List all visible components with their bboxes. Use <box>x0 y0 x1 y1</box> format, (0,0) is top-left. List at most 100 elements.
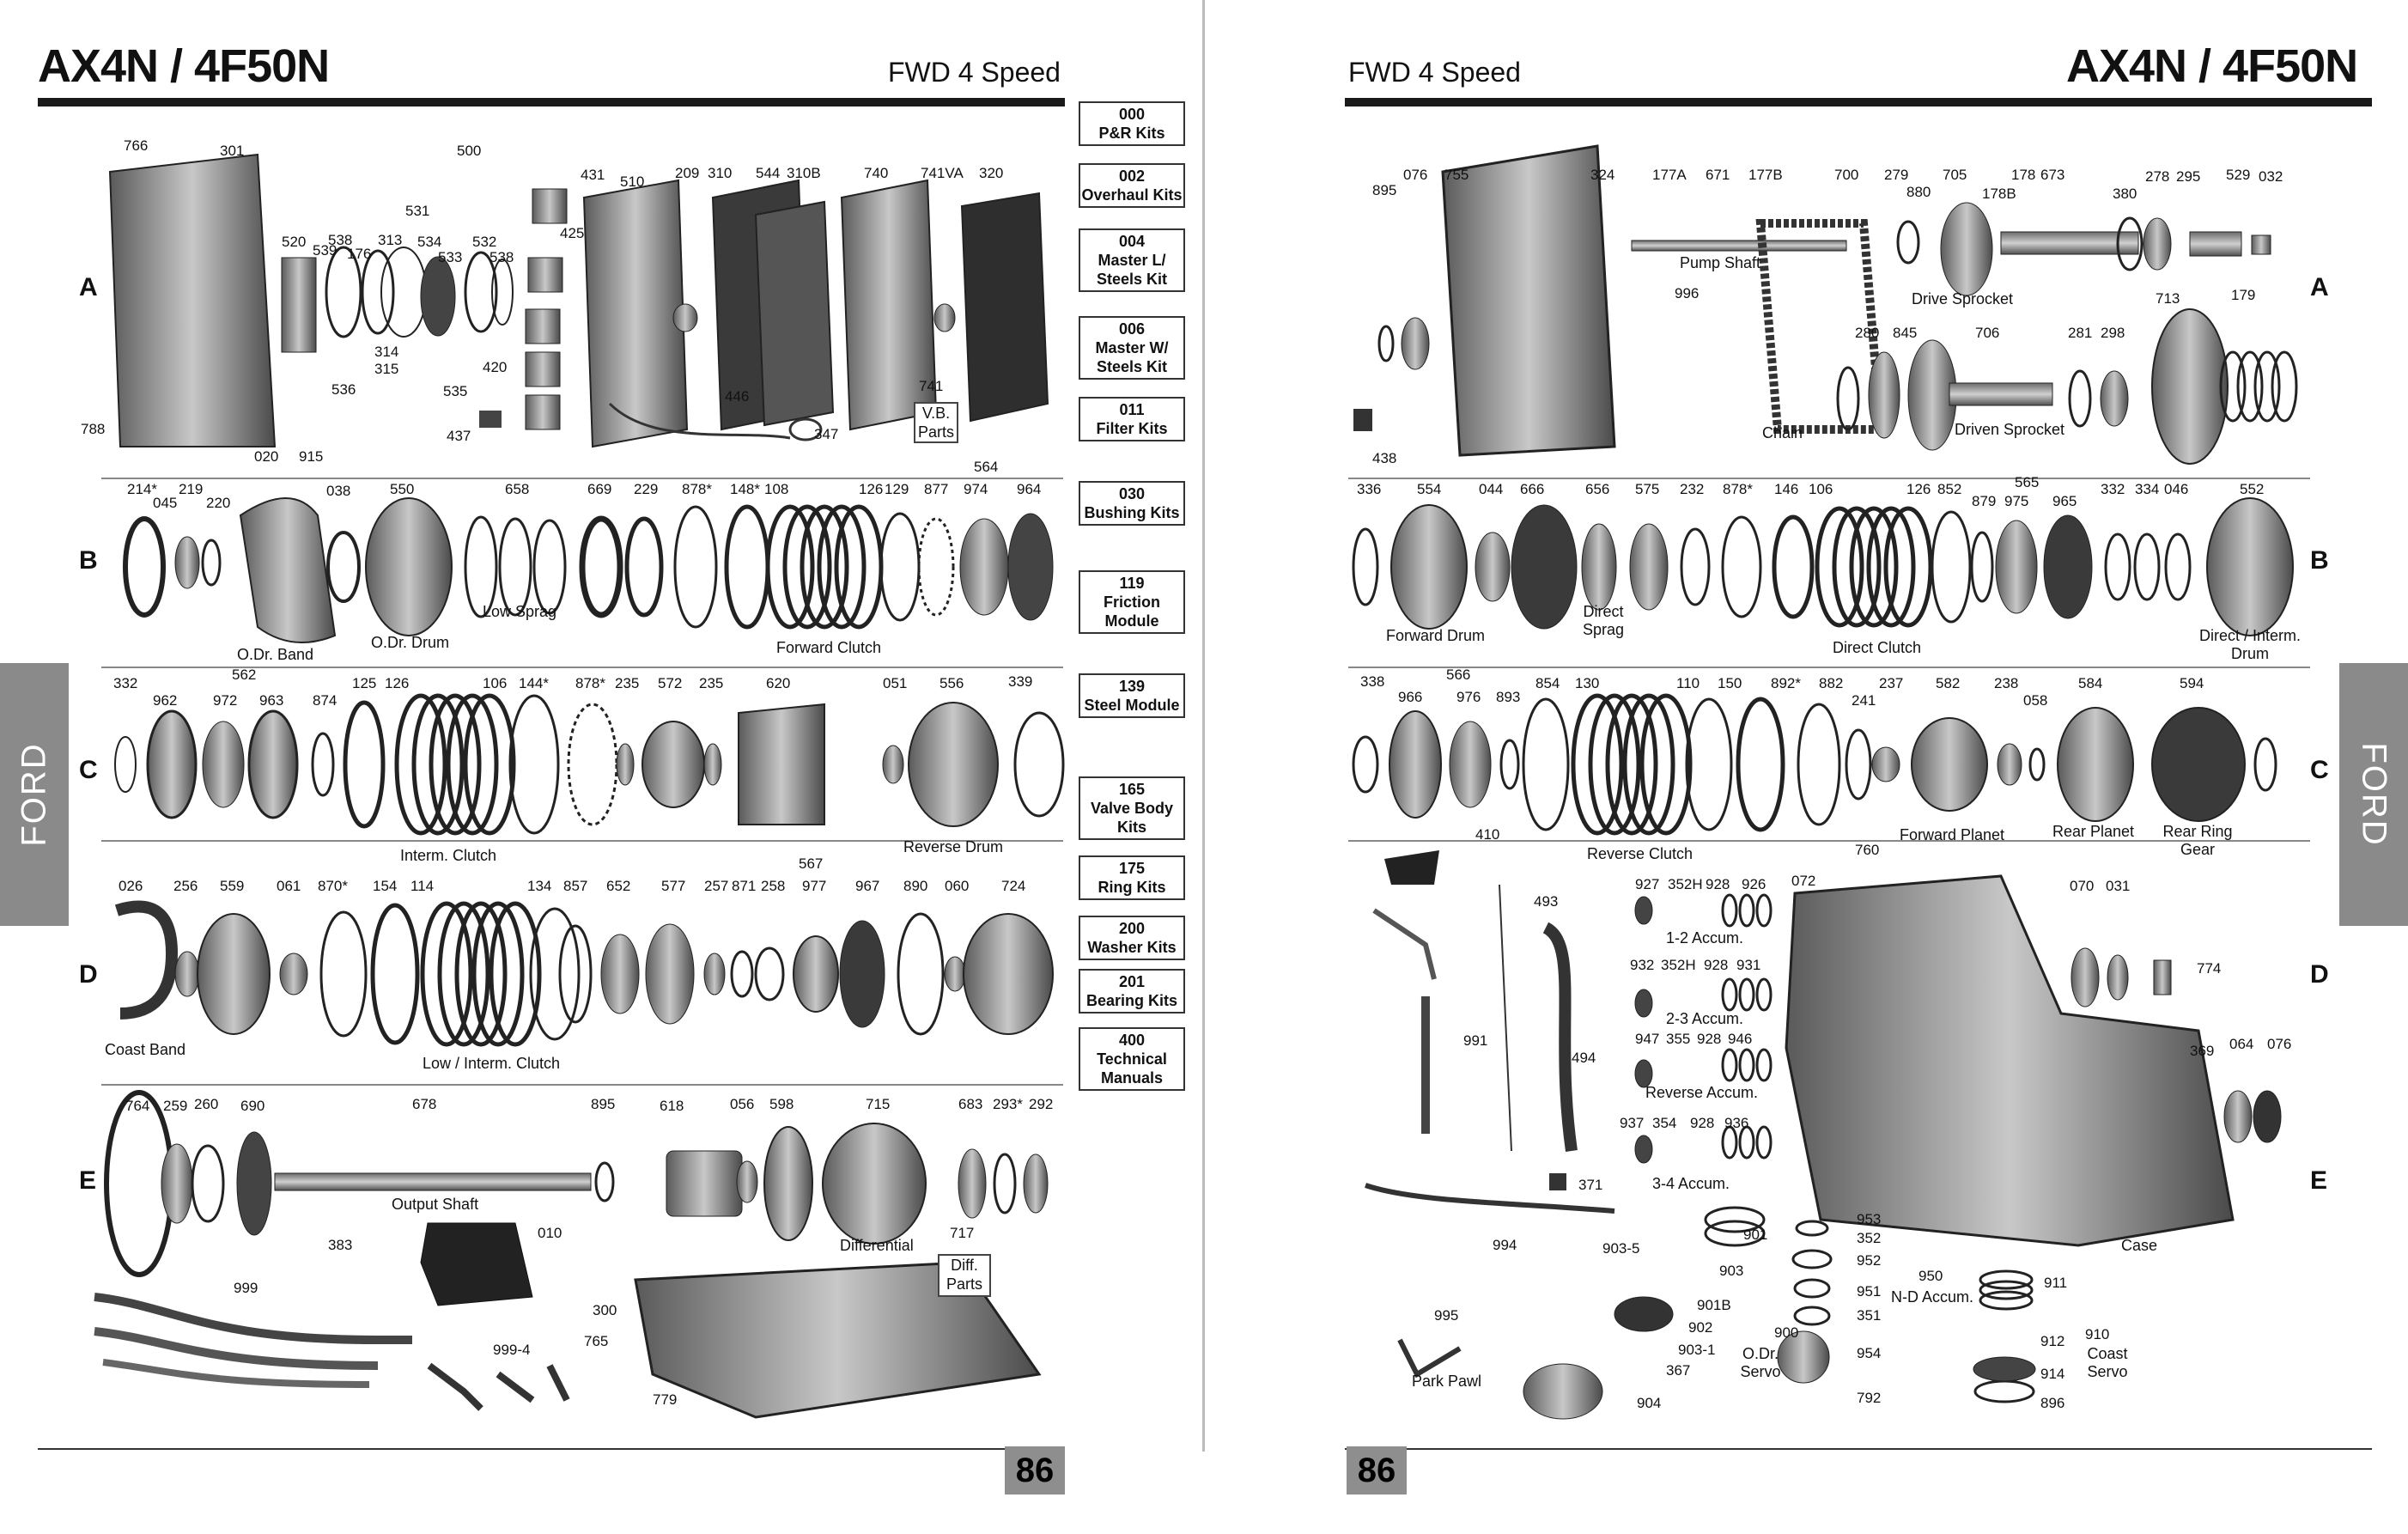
part-number: 020 <box>254 448 279 465</box>
part-number: 256 <box>173 878 198 894</box>
part-number: 994 <box>1493 1237 1517 1253</box>
part-number: 892* <box>1771 675 1801 691</box>
part-number: 926 <box>1742 876 1766 892</box>
part-number: 895 <box>1372 182 1397 198</box>
part-number: 562 <box>232 667 257 683</box>
left-page-subtitle: FWD 4 Speed <box>888 57 1061 88</box>
part-number: 779 <box>653 1391 678 1408</box>
part-number: 678 <box>412 1096 437 1112</box>
part-caption: Reverse Drum <box>903 838 1004 855</box>
part-number: 420 <box>483 359 508 375</box>
part-number: 705 <box>1943 167 1967 183</box>
part-caption: Chain <box>1762 424 1803 441</box>
part-number: 493 <box>1534 893 1559 910</box>
part-number: 126 <box>1906 481 1931 497</box>
part-number: 533 <box>438 249 463 265</box>
part-number: 880 <box>1906 184 1931 200</box>
kit-label: Master W/ Steels Kit <box>1095 339 1169 375</box>
part-caption: Coast Band <box>105 1041 186 1058</box>
part-number: 671 <box>1706 167 1730 183</box>
part-number: 060 <box>945 878 970 894</box>
part-number: 046 <box>2164 481 2189 497</box>
part-number: 126 <box>385 675 410 691</box>
part-number: 437 <box>447 428 471 444</box>
part-number: 567 <box>799 855 824 872</box>
part-number: 010 <box>538 1225 562 1241</box>
part-number: 058 <box>2023 692 2048 709</box>
part-caption: Low Sprag <box>483 603 557 620</box>
part-number: 552 <box>2240 481 2265 497</box>
part-number: 877 <box>924 481 949 497</box>
part-number: 324 <box>1590 167 1615 183</box>
part-number: 371 <box>1578 1177 1603 1193</box>
part-number: 064 <box>2229 1036 2254 1052</box>
part-caption: Direct / Interm. Drum <box>2198 627 2302 662</box>
part-number: 870* <box>318 878 348 894</box>
right-side-tab: FORD <box>2339 663 2408 926</box>
part-number: 315 <box>374 361 399 377</box>
part-caption: Rear Planet <box>2052 823 2135 840</box>
kit-label: Technical Manuals <box>1097 1050 1167 1087</box>
part-number: 320 <box>979 165 1004 181</box>
part-number: 874 <box>313 692 337 709</box>
part-number: 280 <box>1855 325 1880 341</box>
part-number: 717 <box>950 1225 975 1241</box>
part-number: 594 <box>2180 675 2204 691</box>
part-caption: 2-3 Accum. <box>1666 1010 1744 1027</box>
right-header-rule <box>1345 98 2372 107</box>
right-row-label-a: A <box>2310 273 2329 301</box>
part-number: 582 <box>1936 675 1961 691</box>
part-number: 895 <box>591 1096 616 1112</box>
part-number: 070 <box>2070 878 2095 894</box>
part-number: 951 <box>1857 1283 1882 1300</box>
part-number: 577 <box>661 878 686 894</box>
part-number: 652 <box>606 878 631 894</box>
part-caption: Differential <box>840 1237 914 1254</box>
part-number: 229 <box>634 481 659 497</box>
part-caption: 1-2 Accum. <box>1666 929 1744 947</box>
part-number: 766 <box>124 137 149 154</box>
kit-number: 139 <box>1118 678 1146 695</box>
part-caption: Drive Sprocket <box>1912 290 2014 307</box>
part-number: 972 <box>213 692 238 709</box>
part-number: 334 <box>2135 481 2160 497</box>
right-row-label-c: C <box>2310 756 2329 784</box>
part-number: 347 <box>814 426 839 442</box>
part-number: 950 <box>1918 1268 1943 1284</box>
part-number: 352H <box>1668 876 1703 892</box>
part-number: 554 <box>1417 481 1442 497</box>
part-number: 510 <box>620 173 645 190</box>
part-number: 410 <box>1475 826 1500 843</box>
part-number: 755 <box>1444 167 1469 183</box>
part-number: 106 <box>483 675 508 691</box>
part-number: 314 <box>374 344 399 360</box>
part-number: 076 <box>2267 1036 2292 1052</box>
part-number: 126 <box>859 481 884 497</box>
part-number: 336 <box>1357 481 1382 497</box>
part-number: 260 <box>194 1096 219 1112</box>
part-number: 575 <box>1635 481 1660 497</box>
part-caption: Forward Planet <box>1900 826 2005 843</box>
part-number: 531 <box>405 203 430 219</box>
part-number: 991 <box>1463 1032 1488 1049</box>
kit-number: 030 <box>1118 485 1146 502</box>
part-number: 178 <box>2011 167 2036 183</box>
part-number: 566 <box>1446 667 1471 683</box>
part-number: 999-4 <box>493 1342 531 1358</box>
part-caption: Coast Servo <box>2087 1345 2128 1380</box>
part-caption: O.Dr. Drum <box>371 634 450 651</box>
